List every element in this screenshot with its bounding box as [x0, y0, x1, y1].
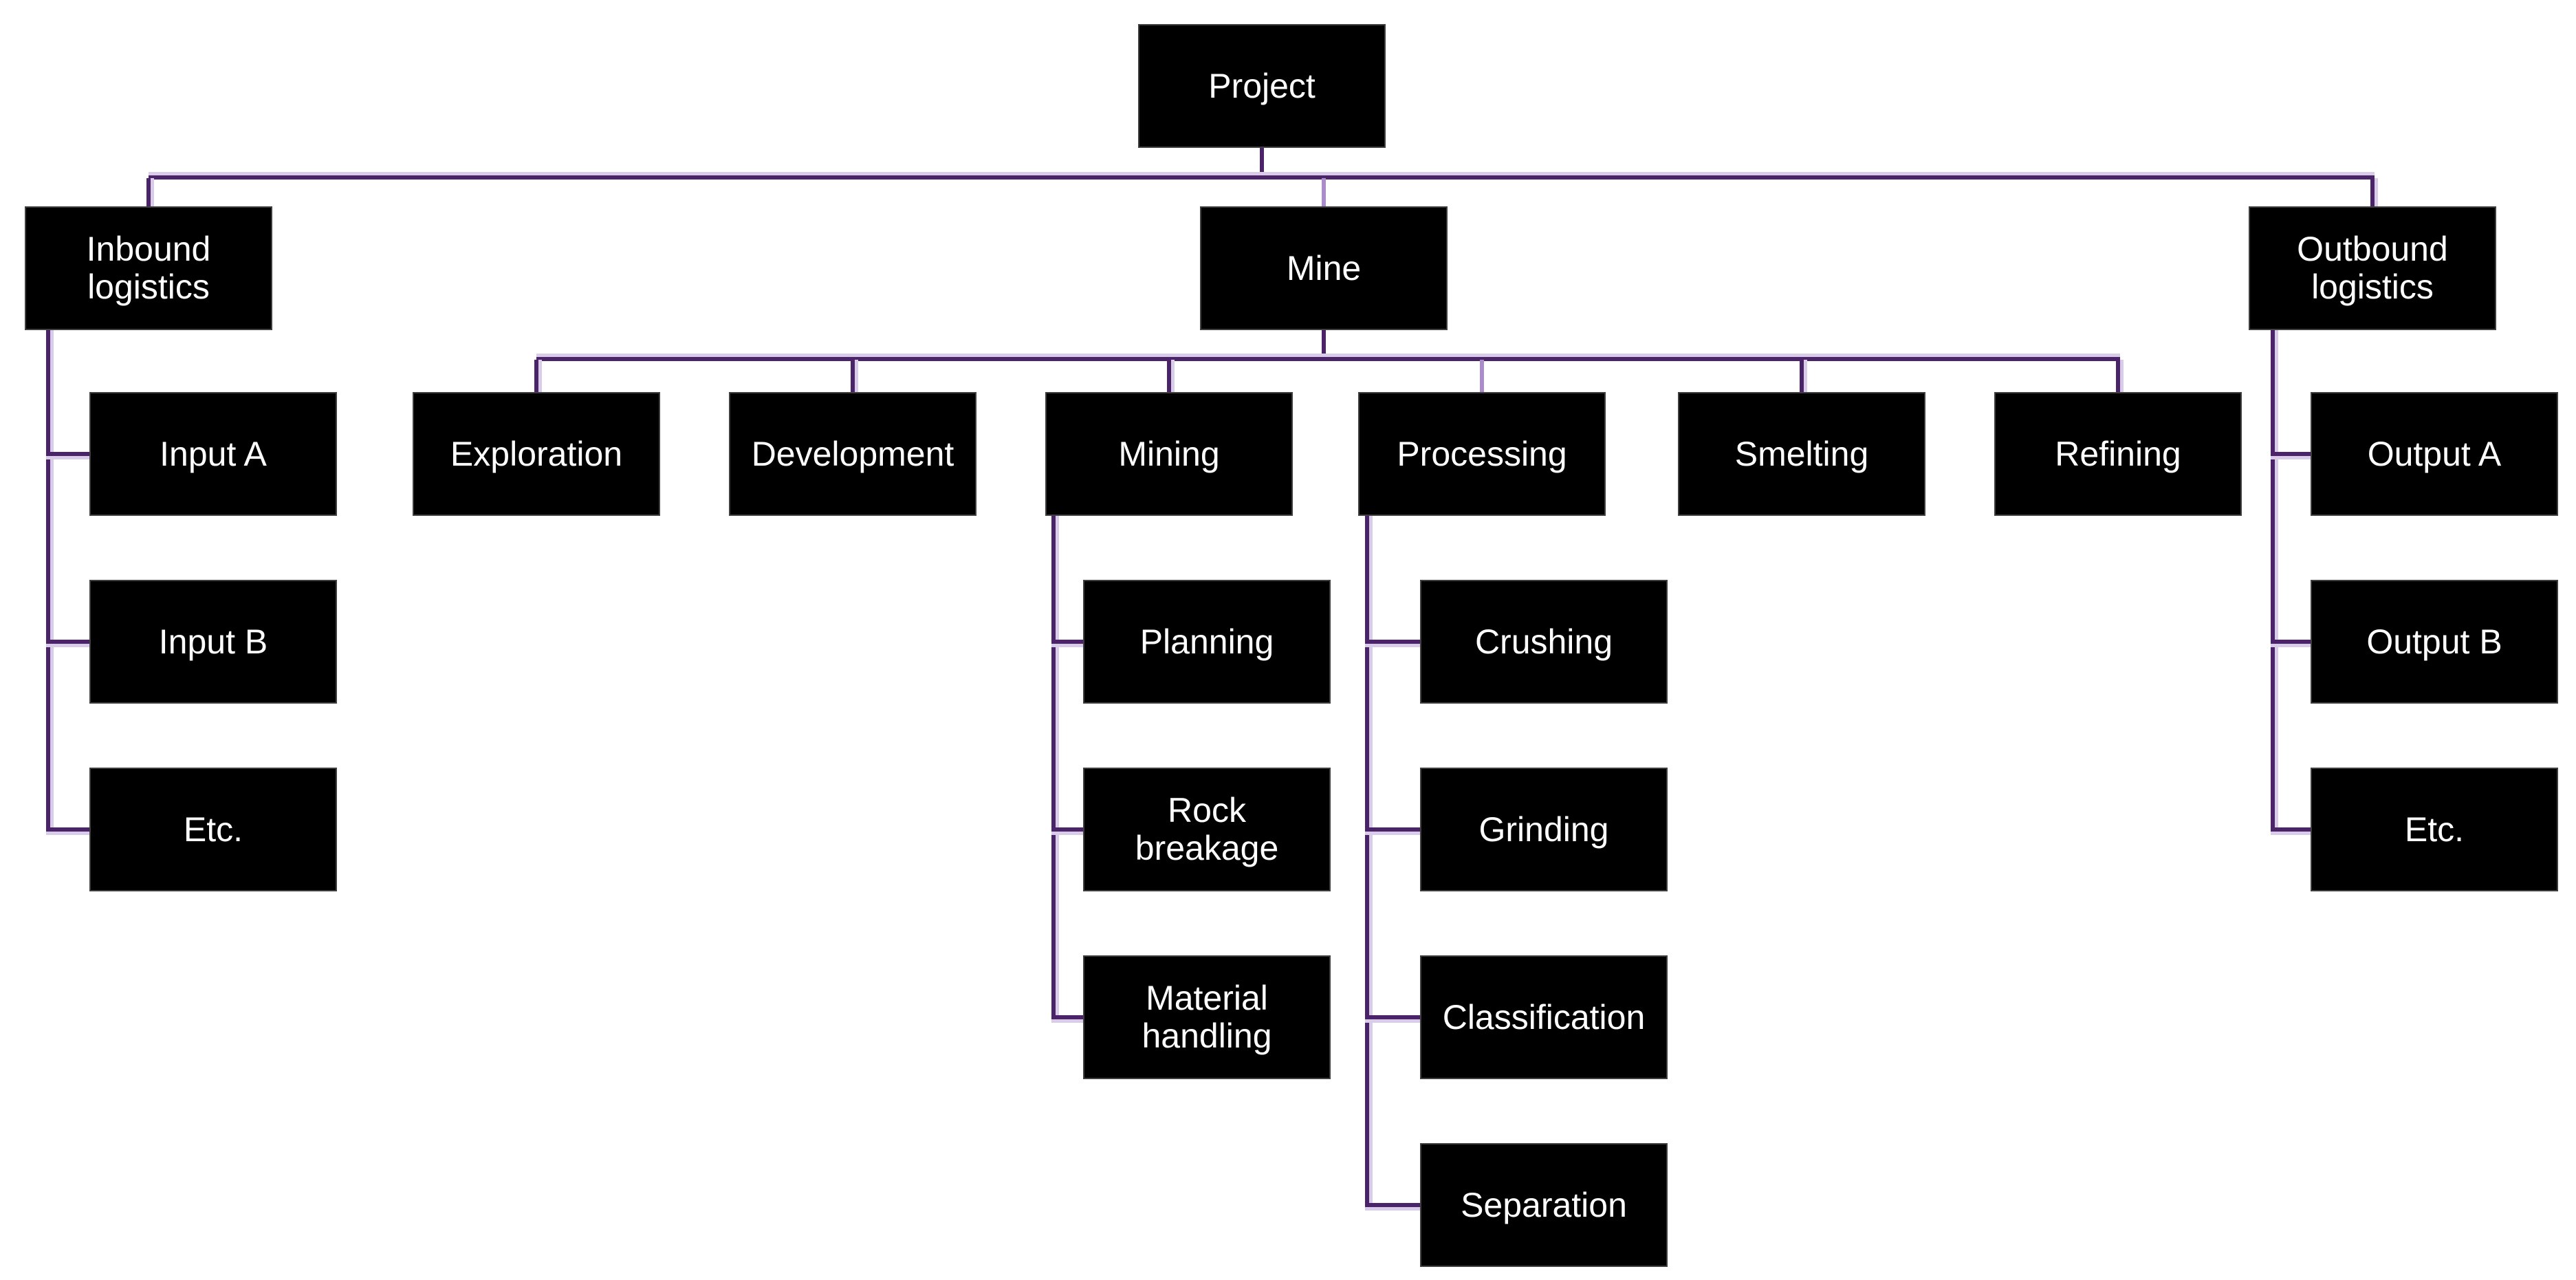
node-outbound-logistics: Outbound logistics	[2249, 206, 2496, 330]
node-input-b: Input B	[89, 580, 337, 704]
node-refining: Refining	[1994, 392, 2242, 516]
connector-inbound-spine	[46, 330, 50, 832]
node-output-a: Output A	[2311, 392, 2558, 516]
connector-drop-exploration	[534, 360, 538, 392]
node-input-a: Input A	[89, 392, 337, 516]
node-mine: Mine	[1200, 206, 1448, 330]
node-crushing: Crushing	[1420, 580, 1668, 704]
connector-mine-down	[1322, 330, 1326, 358]
node-processing: Processing	[1358, 392, 1606, 516]
node-output-b: Output B	[2311, 580, 2558, 704]
connector-drop-processing	[1480, 360, 1484, 392]
connector-drop-mining	[1167, 360, 1171, 392]
connector-stub-grinding	[1365, 827, 1420, 832]
connector-stub-output-etc	[2271, 827, 2311, 832]
connector-drop-outbound	[2370, 178, 2375, 206]
connector-stub-material-handling	[1051, 1015, 1083, 1019]
node-smelting: Smelting	[1678, 392, 1925, 516]
connector-stub-input-etc	[46, 827, 89, 832]
node-exploration: Exploration	[413, 392, 660, 516]
connector-processing-spine	[1365, 516, 1369, 1207]
connector-drop-inbound	[146, 178, 151, 206]
node-development: Development	[729, 392, 976, 516]
connector-drop-mine	[1322, 178, 1326, 206]
connector-stub-separation	[1365, 1203, 1420, 1207]
connector-stub-input-b	[46, 640, 89, 644]
connector-stub-input-a	[46, 452, 89, 456]
node-output-etc: Etc.	[2311, 768, 2558, 891]
node-planning: Planning	[1083, 580, 1331, 704]
connector-stub-crushing	[1365, 640, 1420, 644]
node-mining: Mining	[1045, 392, 1293, 516]
connector-stub-output-a	[2271, 452, 2311, 456]
connector-stub-output-b	[2271, 640, 2311, 644]
connector-stub-rock-breakage	[1051, 827, 1083, 832]
connector-project-down	[1260, 148, 1264, 178]
node-inbound-logistics: Inbound logistics	[25, 206, 272, 330]
connector-level2-horizontal	[536, 357, 2120, 361]
connector-drop-development	[851, 360, 855, 392]
connector-stub-planning	[1051, 640, 1083, 644]
connector-stub-classification	[1365, 1015, 1420, 1019]
connector-drop-refining	[2116, 360, 2120, 392]
node-separation: Separation	[1420, 1143, 1668, 1267]
node-material-handling: Material handling	[1083, 955, 1331, 1079]
node-project: Project	[1138, 24, 1386, 148]
connector-drop-smelting	[1800, 360, 1804, 392]
node-rock-breakage: Rock breakage	[1083, 768, 1331, 891]
node-grinding: Grinding	[1420, 768, 1668, 891]
node-classification: Classification	[1420, 955, 1668, 1079]
connector-mining-spine	[1051, 516, 1056, 1019]
connector-level1-horizontal	[149, 175, 2375, 180]
node-input-etc: Etc.	[89, 768, 337, 891]
connector-outbound-spine	[2271, 330, 2275, 832]
